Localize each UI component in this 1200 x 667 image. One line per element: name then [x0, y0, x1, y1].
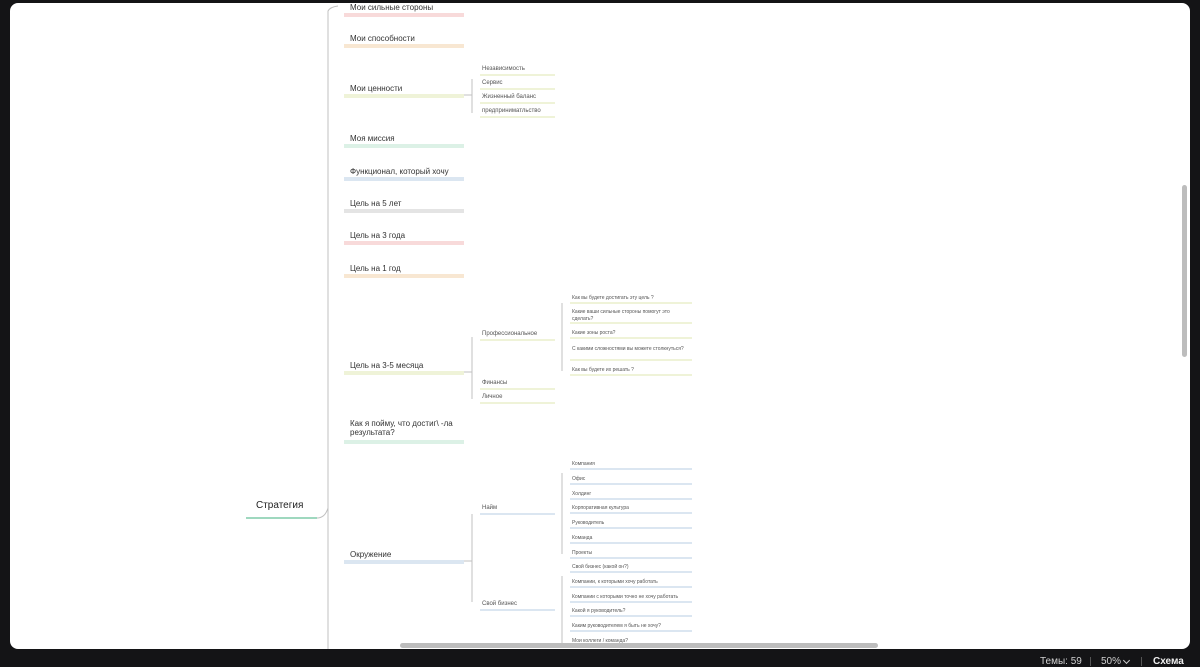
- business-node[interactable]: Какой я руководитель?: [572, 608, 626, 614]
- status-divider: [1090, 657, 1091, 666]
- root-node[interactable]: Стратегия: [256, 500, 304, 511]
- chevron-down-icon[interactable]: [1122, 656, 1131, 665]
- goal-subnode[interactable]: Личное: [482, 394, 503, 400]
- status-divider: [1141, 657, 1142, 666]
- hire-node[interactable]: Корпоративная культура: [572, 505, 629, 511]
- hire-node[interactable]: Команда: [572, 535, 593, 541]
- branch-node[interactable]: Цель на 3 года: [350, 231, 406, 240]
- business-node[interactable]: Свой бизнес (какой он?): [572, 564, 629, 570]
- question-node[interactable]: Какие ваши сильные стороны помогут это с…: [572, 309, 670, 322]
- mindmap-svg: [246, 5, 692, 649]
- zoom-level[interactable]: 50%: [1101, 656, 1122, 667]
- branch-node[interactable]: Цель на 1 год: [350, 264, 401, 273]
- topics-count: Темы: 59: [1040, 656, 1082, 667]
- goal-subnode[interactable]: Финансы: [482, 380, 508, 386]
- business-node[interactable]: Компании, к которыми хочу работать: [572, 579, 658, 585]
- env-subnode[interactable]: Найм: [482, 505, 498, 511]
- hire-node[interactable]: Компания: [572, 461, 595, 467]
- branch-node[interactable]: Окружение: [350, 550, 392, 559]
- value-node[interactable]: Жизненный баланс: [482, 94, 537, 100]
- branch-node[interactable]: Мои сильные стороны: [350, 3, 434, 12]
- value-node[interactable]: Независимость: [482, 66, 525, 72]
- branch-node[interactable]: Мои способности: [350, 34, 415, 43]
- value-node[interactable]: Сервис: [482, 80, 503, 86]
- question-node[interactable]: Как вы будете их решать ?: [572, 367, 634, 373]
- business-node[interactable]: Каким руководителем я быть не хочу?: [572, 623, 661, 629]
- view-mode-button[interactable]: Схема: [1153, 656, 1184, 667]
- business-node[interactable]: Компании с которыми точно не хочу работа…: [572, 594, 679, 600]
- business-node[interactable]: Мои коллеги / команда?: [572, 638, 628, 644]
- vertical-scrollbar[interactable]: [1182, 185, 1187, 357]
- hire-node[interactable]: Проекты: [572, 550, 593, 556]
- branch-node[interactable]: Цель на 3-5 месяца: [350, 361, 424, 370]
- question-node[interactable]: Как вы будете достигать эту цель ?: [572, 295, 654, 301]
- branch-node[interactable]: Цель на 5 лет: [350, 199, 402, 208]
- branch-node[interactable]: Мои ценности: [350, 84, 403, 93]
- horizontal-scrollbar[interactable]: [400, 643, 878, 648]
- env-subnode[interactable]: Свой бизнес: [482, 601, 517, 607]
- branch-node[interactable]: Как я пойму, что достиг\ -ла результата?: [350, 419, 453, 437]
- question-node[interactable]: С какими сложностями вы можете столкнуть…: [572, 346, 684, 352]
- hire-node[interactable]: Руководитель: [572, 520, 605, 526]
- hire-node[interactable]: Офис: [572, 476, 586, 482]
- goal-subnode[interactable]: Профессиональное: [482, 331, 538, 337]
- branch-node[interactable]: Моя миссия: [350, 134, 395, 143]
- question-node[interactable]: Какие зоны роста?: [572, 330, 616, 336]
- hire-node[interactable]: Холдинг: [572, 491, 592, 497]
- value-node[interactable]: предприниматльство: [482, 108, 541, 114]
- branch-node[interactable]: Функционал, который хочу: [350, 167, 449, 176]
- root-connector: [316, 5, 339, 519]
